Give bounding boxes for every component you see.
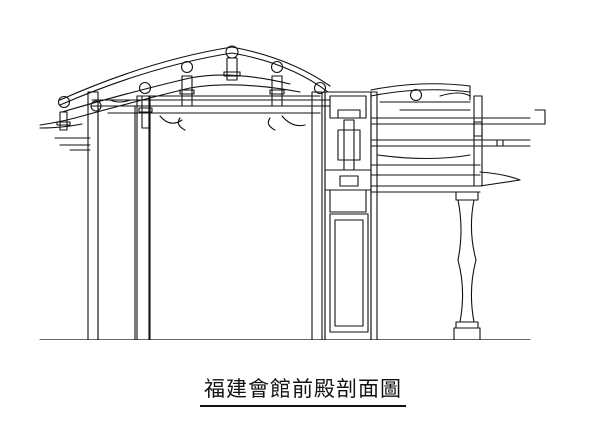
drawing-caption-wrap: 福建會館前殿剖面圖 bbox=[0, 375, 606, 407]
left-columns bbox=[87, 91, 326, 340]
carved-column bbox=[453, 191, 481, 340]
drawing-caption: 福建會館前殿剖面圖 bbox=[200, 375, 406, 407]
section-drawing bbox=[39, 45, 546, 340]
central-wall bbox=[324, 91, 372, 340]
purlin-knobs bbox=[57, 45, 423, 112]
right-roof bbox=[370, 83, 546, 340]
main-roof bbox=[39, 46, 331, 151]
roof-brackets bbox=[56, 57, 306, 131]
